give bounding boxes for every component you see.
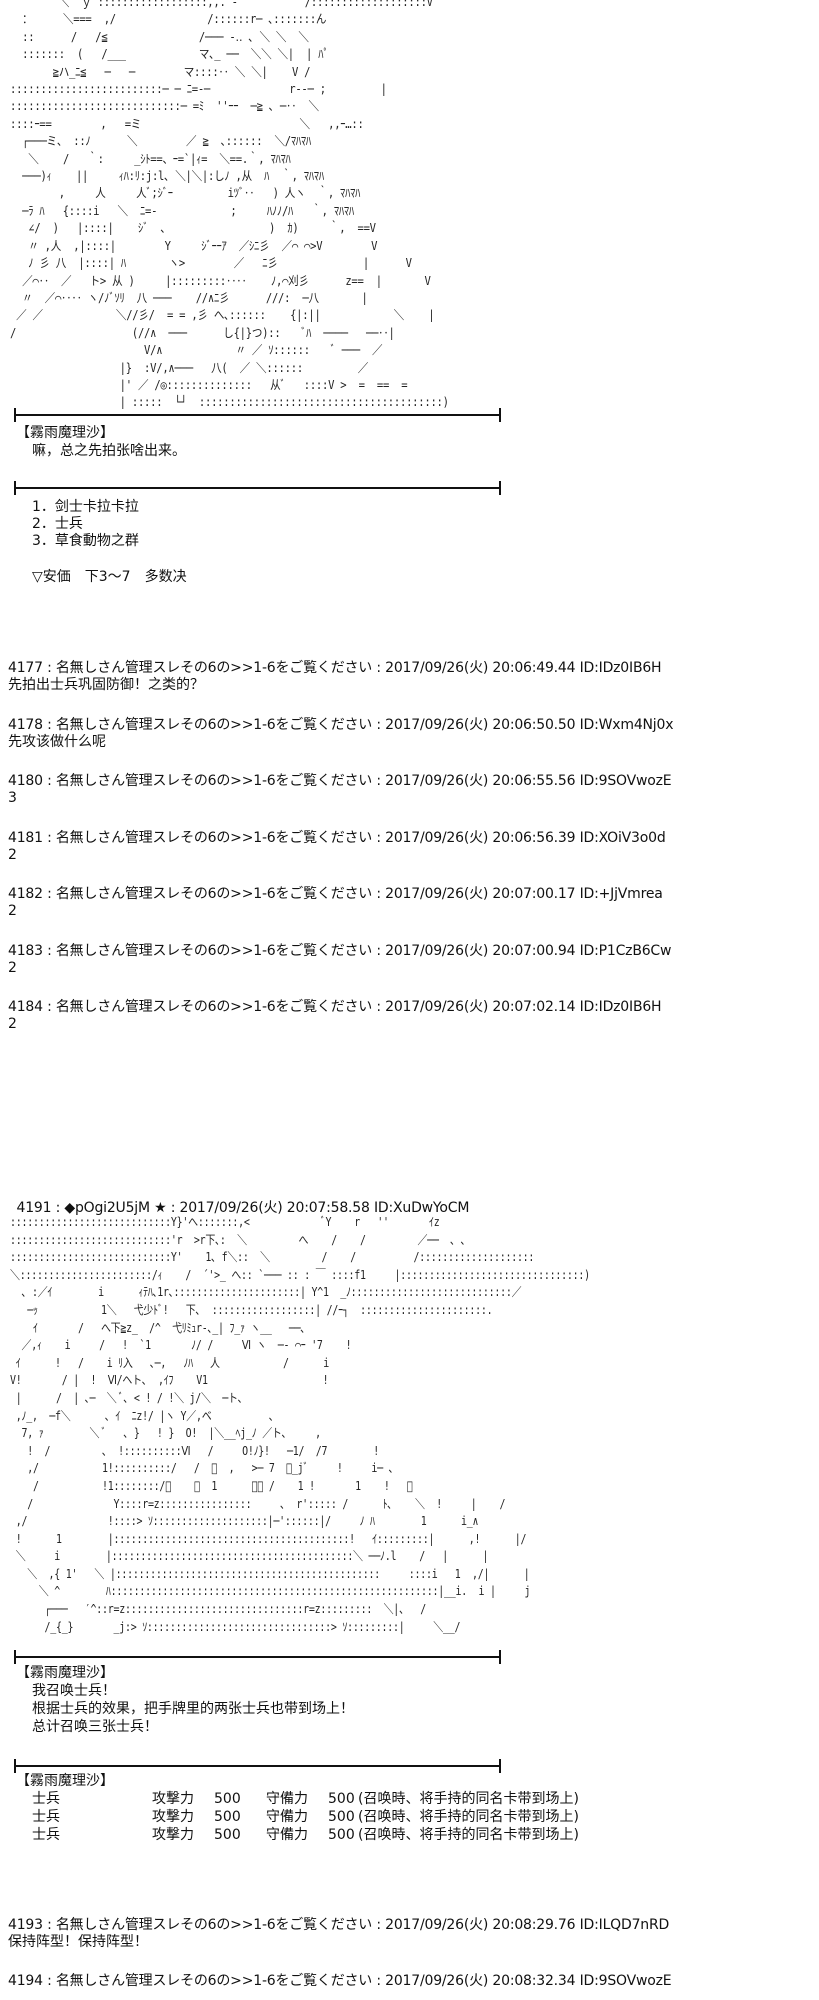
post-body: 3 bbox=[8, 790, 17, 806]
card-effect: (召唤時、将手持的同名卡带到场上) bbox=[358, 1791, 579, 1807]
divider-line bbox=[14, 408, 501, 422]
post-header: 4178 : 名無しさん管理スレその6の>>1-6をご覧ください : 2017/… bbox=[8, 716, 674, 733]
speaker-name: 【霧雨魔理沙】 bbox=[16, 1773, 114, 1789]
post-body: 2 bbox=[8, 959, 17, 976]
defense-label: 守備力 bbox=[266, 1809, 308, 1825]
post-id[interactable]: ID:9SOVwozE bbox=[579, 1973, 672, 1989]
post-author: 名無しさん管理スレその6の>>1-6をご覧ください bbox=[55, 716, 373, 733]
card-effect: (召唤時、将手持的同名卡带到场上) bbox=[358, 1827, 579, 1843]
post-body: 先攻该做什么呢 bbox=[8, 733, 106, 750]
divider-line bbox=[14, 1650, 501, 1664]
attack-value: 500 bbox=[214, 1827, 241, 1843]
defense-label: 守備力 bbox=[266, 1827, 308, 1843]
post-number[interactable]: 4183 bbox=[8, 942, 43, 959]
defense-value: 500 bbox=[328, 1791, 355, 1807]
post-header: 4193 : 名無しさん管理スレその6の>>1-6をご覧ください : 2017/… bbox=[8, 1917, 670, 1933]
attack-label: 攻撃力 bbox=[152, 1809, 194, 1825]
post-date: 2017/09/26(火) 20:07:58.58 bbox=[179, 1200, 370, 1216]
attack-label: 攻撃力 bbox=[152, 1791, 194, 1807]
post-date: 2017/09/26(火) 20:08:32.34 bbox=[385, 1973, 576, 1989]
post-date: 2017/09/26(火) 20:08:29.76 bbox=[385, 1917, 576, 1933]
dialogue-line: 我召唤士兵！ bbox=[32, 1683, 116, 1699]
post-id[interactable]: ID:ILQD7nRD bbox=[579, 1917, 670, 1933]
post-number[interactable]: 4184 bbox=[8, 999, 43, 1015]
card-name: 士兵 bbox=[32, 1791, 60, 1807]
dialogue-line: 嘛，总之先拍张啥出来。 bbox=[32, 443, 186, 459]
card-name: 士兵 bbox=[32, 1809, 60, 1825]
post-date: 2017/09/26(火) 20:06:50.50 bbox=[385, 716, 576, 733]
post-id[interactable]: ID:+JjVmrea bbox=[579, 886, 663, 902]
post-header: 4181 : 名無しさん管理スレその6の>>1-6をご覧ください : 2017/… bbox=[8, 829, 666, 846]
speaker-name: 【霧雨魔理沙】 bbox=[16, 1665, 114, 1681]
speaker-name: 【霧雨魔理沙】 bbox=[16, 425, 114, 441]
post-number[interactable]: 4177 bbox=[8, 660, 43, 676]
post-date: 2017/09/26(火) 20:06:55.56 bbox=[385, 773, 576, 789]
attack-value: 500 bbox=[214, 1791, 241, 1807]
post-author: 名無しさん管理スレその6の>>1-6をご覧ください bbox=[55, 999, 373, 1015]
defense-label: 守備力 bbox=[266, 1791, 308, 1807]
post-number[interactable]: 4180 bbox=[8, 773, 43, 789]
post-header: 4182 : 名無しさん管理スレその6の>>1-6をご覧ください : 2017/… bbox=[8, 886, 663, 902]
post-author: 名無しさん管理スレその6の>>1-6をご覧ください bbox=[55, 886, 373, 902]
post-body: 先拍出士兵巩固防御！之类的？ bbox=[8, 677, 204, 693]
post-header-op: 4191 : ◆pOgi2U5jM ★ : 2017/09/26(火) 20:0… bbox=[16, 1200, 470, 1216]
post-number[interactable]: 4194 bbox=[8, 1973, 43, 1989]
post-body: 保持阵型！保持阵型！ bbox=[8, 1934, 148, 1950]
post-id[interactable]: ID:IDz0IB6H bbox=[579, 660, 662, 676]
ascii-art-soldiers: ::::::::::::::::::::::::::::Y}'へ:::::::,… bbox=[10, 1215, 590, 1634]
vote-rule: ▽安価 下3～7 多数决 bbox=[32, 569, 187, 585]
post-number[interactable]: 4181 bbox=[8, 829, 43, 846]
defense-value: 500 bbox=[328, 1827, 355, 1843]
defense-value: 500 bbox=[328, 1809, 355, 1825]
post-id[interactable]: ID:XuDwYoCM bbox=[374, 1200, 470, 1216]
divider-line bbox=[14, 481, 501, 495]
post-header: 4184 : 名無しさん管理スレその6の>>1-6をご覧ください : 2017/… bbox=[8, 999, 662, 1015]
post-number[interactable]: 4193 bbox=[8, 1917, 43, 1933]
dialogue-line: 根据士兵的效果，把手牌里的两张士兵也带到场上！ bbox=[32, 1701, 354, 1717]
post-id[interactable]: ID:Wxm4Nj0x bbox=[579, 716, 674, 733]
ascii-art-top: ＼ ｙ ::::::::::::::::::,,. - /:::::::::::… bbox=[10, 0, 449, 410]
attack-value: 500 bbox=[214, 1809, 241, 1825]
post-author: 名無しさん管理スレその6の>>1-6をご覧ください bbox=[55, 1973, 373, 1989]
post-body: 2 bbox=[8, 846, 17, 863]
post-author: 名無しさん管理スレその6の>>1-6をご覧ください bbox=[55, 829, 373, 846]
post-body: 2 bbox=[8, 1016, 17, 1032]
post-body: 2 bbox=[8, 903, 17, 919]
card-effect: (召唤時、将手持的同名卡带到场上) bbox=[358, 1809, 579, 1825]
dialogue-line: 总计召唤三张士兵！ bbox=[32, 1719, 158, 1735]
post-author: 名無しさん管理スレその6の>>1-6をご覧ください bbox=[55, 1917, 373, 1933]
post-number[interactable]: 4191 bbox=[16, 1200, 52, 1216]
post-author: ◆pOgi2U5jM ★ bbox=[64, 1200, 167, 1216]
post-id[interactable]: ID:P1CzB6Cw bbox=[579, 942, 672, 959]
post-date: 2017/09/26(火) 20:06:56.39 bbox=[385, 829, 576, 846]
post-date: 2017/09/26(火) 20:07:00.17 bbox=[385, 886, 576, 902]
post-header: 4194 : 名無しさん管理スレその6の>>1-6をご覧ください : 2017/… bbox=[8, 1973, 672, 1989]
post-date: 2017/09/26(火) 20:07:00.94 bbox=[385, 942, 576, 959]
post-header: 4177 : 名無しさん管理スレその6の>>1-6をご覧ください : 2017/… bbox=[8, 660, 662, 676]
option-1: 1．剑士卡拉卡拉 bbox=[32, 499, 139, 515]
post-id[interactable]: ID:XOiV3o0d bbox=[579, 829, 666, 846]
divider-line bbox=[14, 1759, 501, 1773]
post-author: 名無しさん管理スレその6の>>1-6をご覧ください bbox=[55, 773, 373, 789]
post-number[interactable]: 4178 bbox=[8, 716, 43, 733]
option-3: 3．草食動物之群 bbox=[32, 533, 139, 549]
post-id[interactable]: ID:IDz0IB6H bbox=[579, 999, 662, 1015]
card-name: 士兵 bbox=[32, 1827, 60, 1843]
option-2: 2．士兵 bbox=[32, 516, 83, 532]
attack-label: 攻撃力 bbox=[152, 1827, 194, 1843]
post-header: 4183 : 名無しさん管理スレその6の>>1-6をご覧ください : 2017/… bbox=[8, 942, 672, 959]
post-author: 名無しさん管理スレその6の>>1-6をご覧ください bbox=[55, 660, 373, 676]
post-date: 2017/09/26(火) 20:07:02.14 bbox=[385, 999, 576, 1015]
post-id[interactable]: ID:9SOVwozE bbox=[579, 773, 672, 789]
post-number[interactable]: 4182 bbox=[8, 886, 43, 902]
post-header: 4180 : 名無しさん管理スレその6の>>1-6をご覧ください : 2017/… bbox=[8, 773, 672, 789]
post-date: 2017/09/26(火) 20:06:49.44 bbox=[385, 660, 576, 676]
post-author: 名無しさん管理スレその6の>>1-6をご覧ください bbox=[55, 942, 373, 959]
